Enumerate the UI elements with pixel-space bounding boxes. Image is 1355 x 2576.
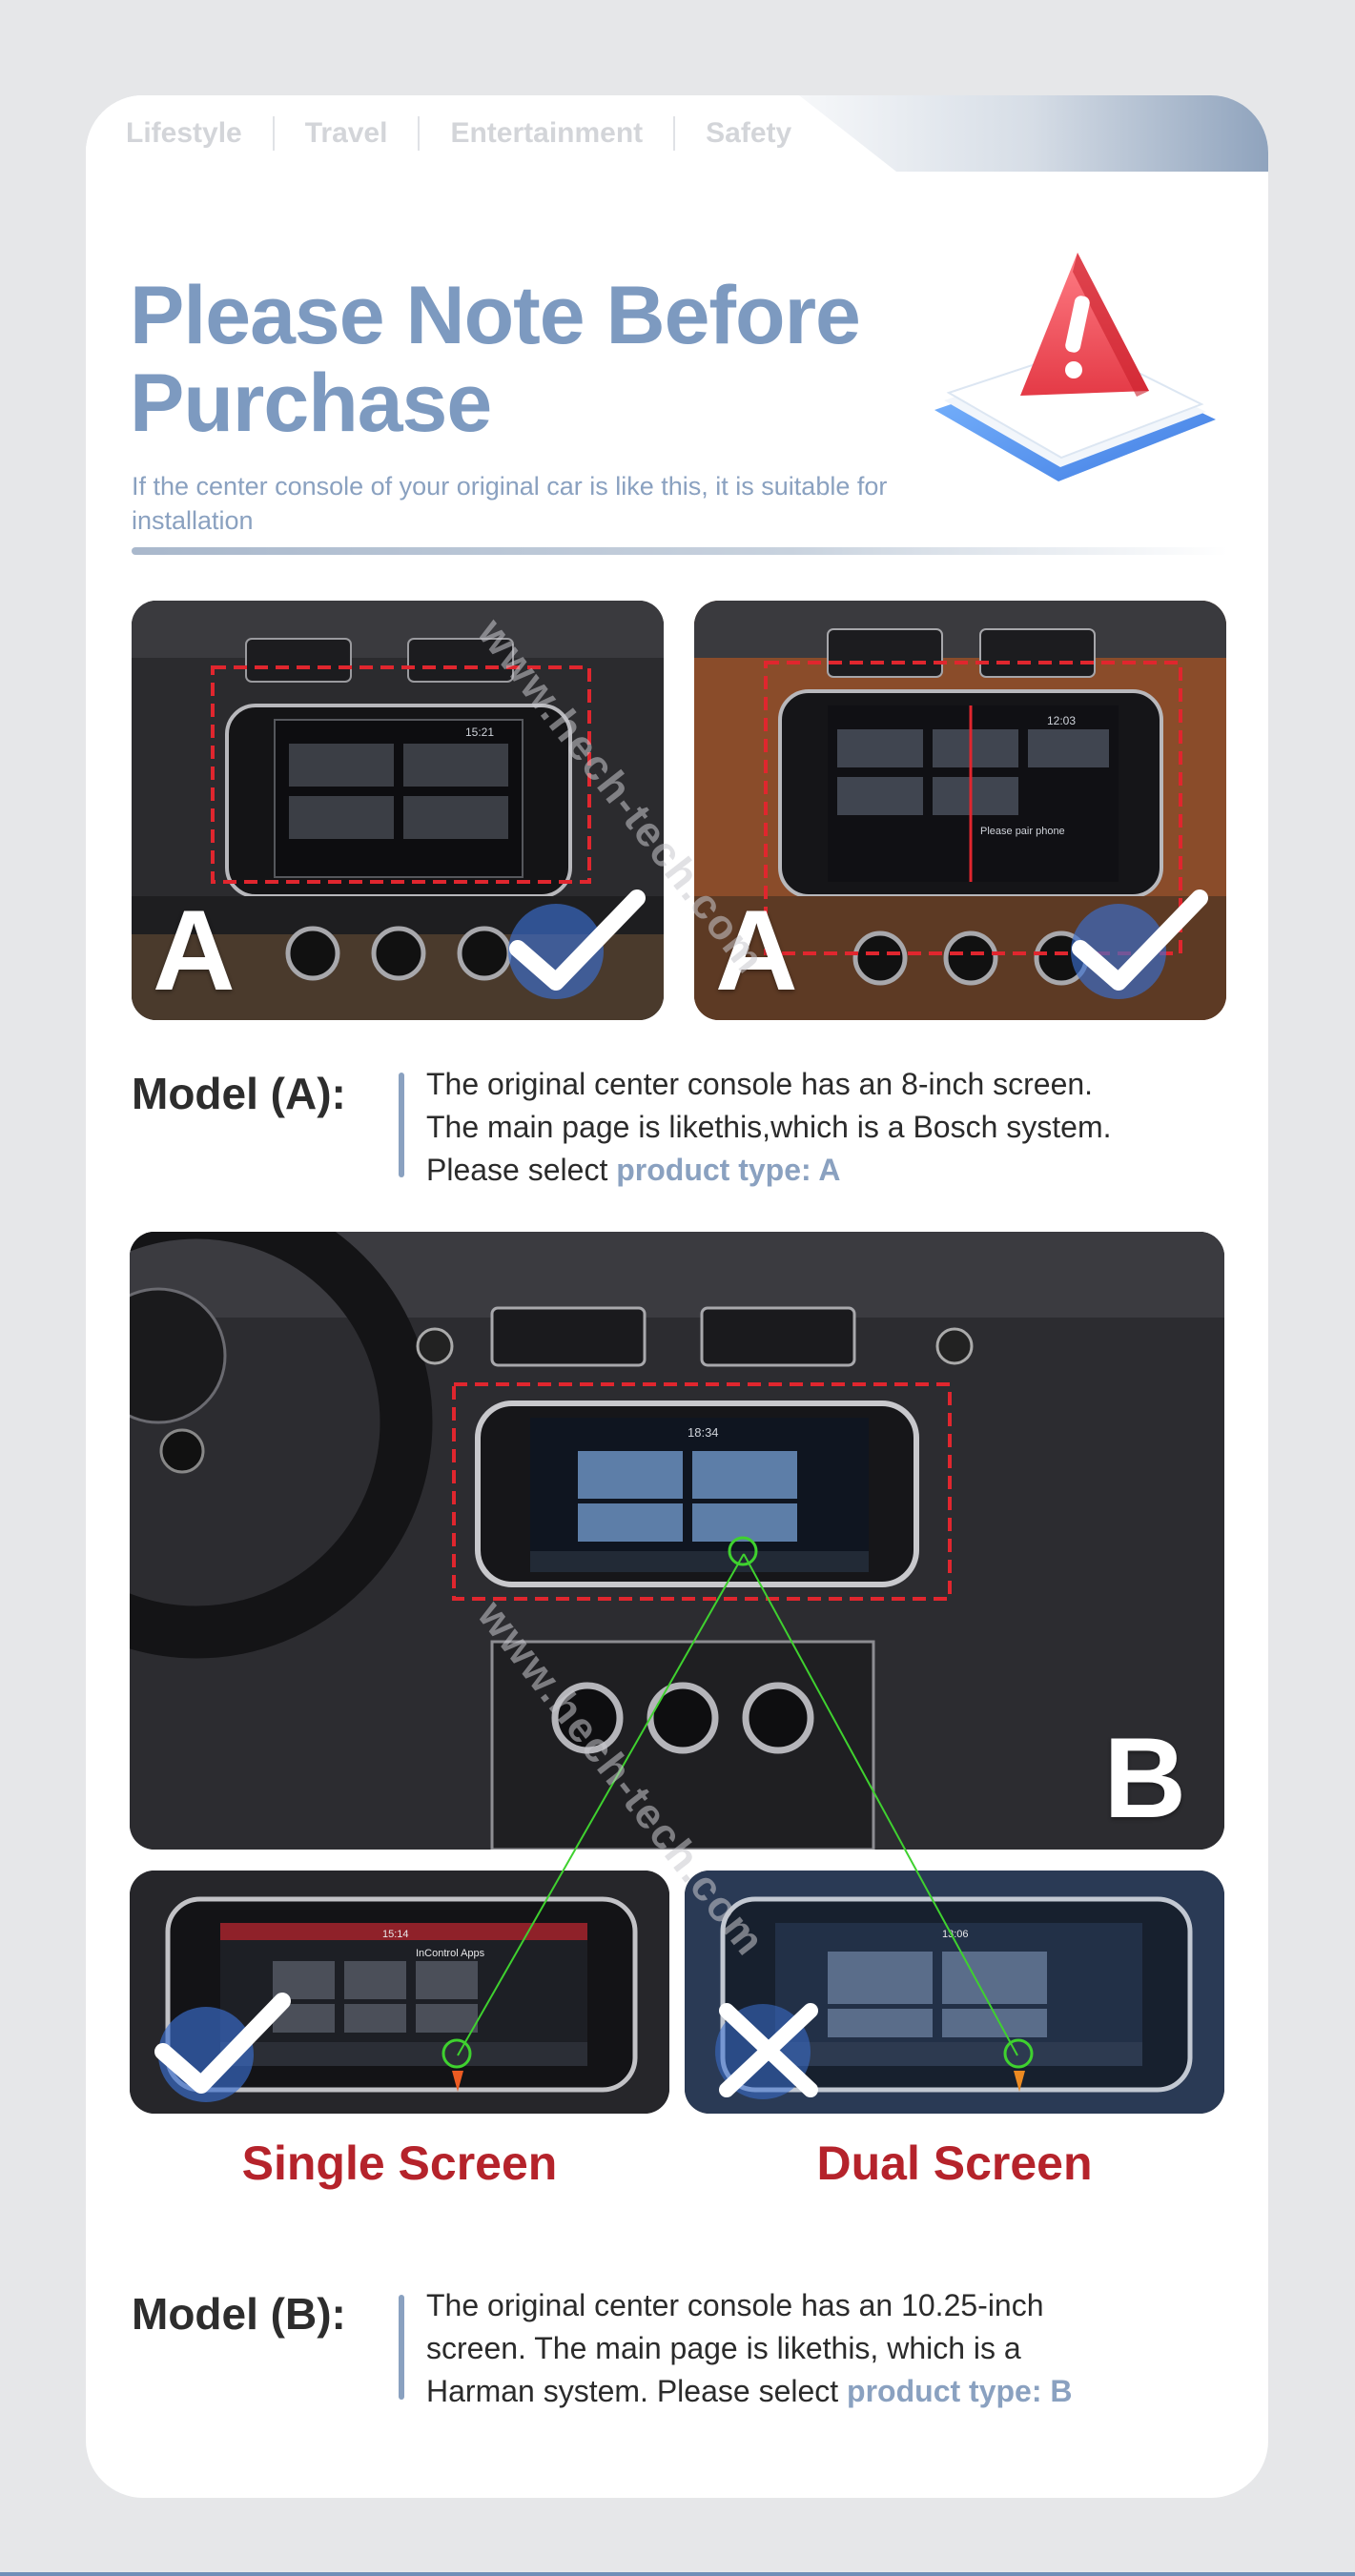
model-a-divider <box>399 1073 404 1177</box>
model-b-divider <box>399 2295 404 2400</box>
model-b-label: Model (B): <box>132 2289 346 2339</box>
dual-screen-time: 13:06 <box>942 1929 969 1940</box>
check-icon <box>503 887 647 1001</box>
bottom-accent-strip <box>0 2572 1355 2576</box>
model-b-line-3: Harman system. Please select product typ… <box>426 2374 1073 2408</box>
product-type-b: product type: B <box>847 2374 1073 2408</box>
product-note-card: Lifestyle Travel Entertainment Safety Pl… <box>86 95 1268 2498</box>
screen-a-left-time: 15:21 <box>465 726 494 739</box>
screen-a-right-time: 12:03 <box>1047 714 1076 727</box>
check-icon <box>149 1990 292 2104</box>
category-tabs: Lifestyle Travel Entertainment Safety <box>126 116 822 151</box>
screen-a-right-message: Please pair phone <box>980 826 1065 837</box>
screen-b-time: 18:34 <box>688 1425 719 1440</box>
model-b-badge: B <box>1103 1714 1186 1842</box>
model-b-description: The original center console has an 10.25… <box>426 2284 1246 2413</box>
page-title: Please Note Before Purchase <box>130 272 969 447</box>
title-line-2: Purchase <box>130 358 492 449</box>
model-a-badge-right: A <box>715 887 798 1014</box>
single-screen-time: 15:14 <box>382 1929 409 1940</box>
single-screen-app: InControl Apps <box>416 1948 485 1959</box>
page-subtitle: If the center console of your original c… <box>132 472 888 535</box>
tab-entertainment[interactable]: Entertainment <box>420 116 676 151</box>
model-a-badge-left: A <box>153 887 236 1014</box>
title-line-1: Please Note Before <box>130 270 861 361</box>
tab-travel[interactable]: Travel <box>275 116 421 151</box>
dual-screen-label: Dual Screen <box>816 2136 1093 2190</box>
model-a-photo-left: 15:21 A <box>132 601 664 1020</box>
model-a-description: The original center console has an 8-inc… <box>426 1063 1246 1192</box>
tab-lifestyle[interactable]: Lifestyle <box>126 116 275 151</box>
model-a-line-2: The main page is likethis,which is a Bos… <box>426 1110 1112 1144</box>
title-divider <box>132 547 1228 555</box>
cross-icon <box>706 1990 830 2104</box>
model-b-photo: 18:34 B <box>130 1232 1224 1850</box>
model-b-line-1: The original center console has an 10.25… <box>426 2288 1044 2322</box>
model-b-line-2: screen. The main page is likethis, which… <box>426 2331 1021 2365</box>
model-a-photo-right: 12:03 Please pair phone A <box>694 601 1226 1020</box>
single-screen-photo: 15:14 InControl Apps <box>130 1871 669 2114</box>
model-a-line-3: Please select product type: A <box>426 1153 841 1187</box>
check-icon <box>1066 887 1209 1001</box>
dual-screen-photo: 13:06 <box>685 1871 1224 2114</box>
connector-lines <box>457 1553 1018 2056</box>
model-a-line-1: The original center console has an 8-inc… <box>426 1067 1094 1101</box>
warning-book-icon <box>915 229 1230 543</box>
tab-bar-notch <box>86 95 896 172</box>
model-a-label: Model (A): <box>132 1069 346 1118</box>
tab-safety[interactable]: Safety <box>706 117 792 149</box>
single-screen-label: Single Screen <box>241 2136 558 2190</box>
product-type-a: product type: A <box>616 1153 841 1187</box>
